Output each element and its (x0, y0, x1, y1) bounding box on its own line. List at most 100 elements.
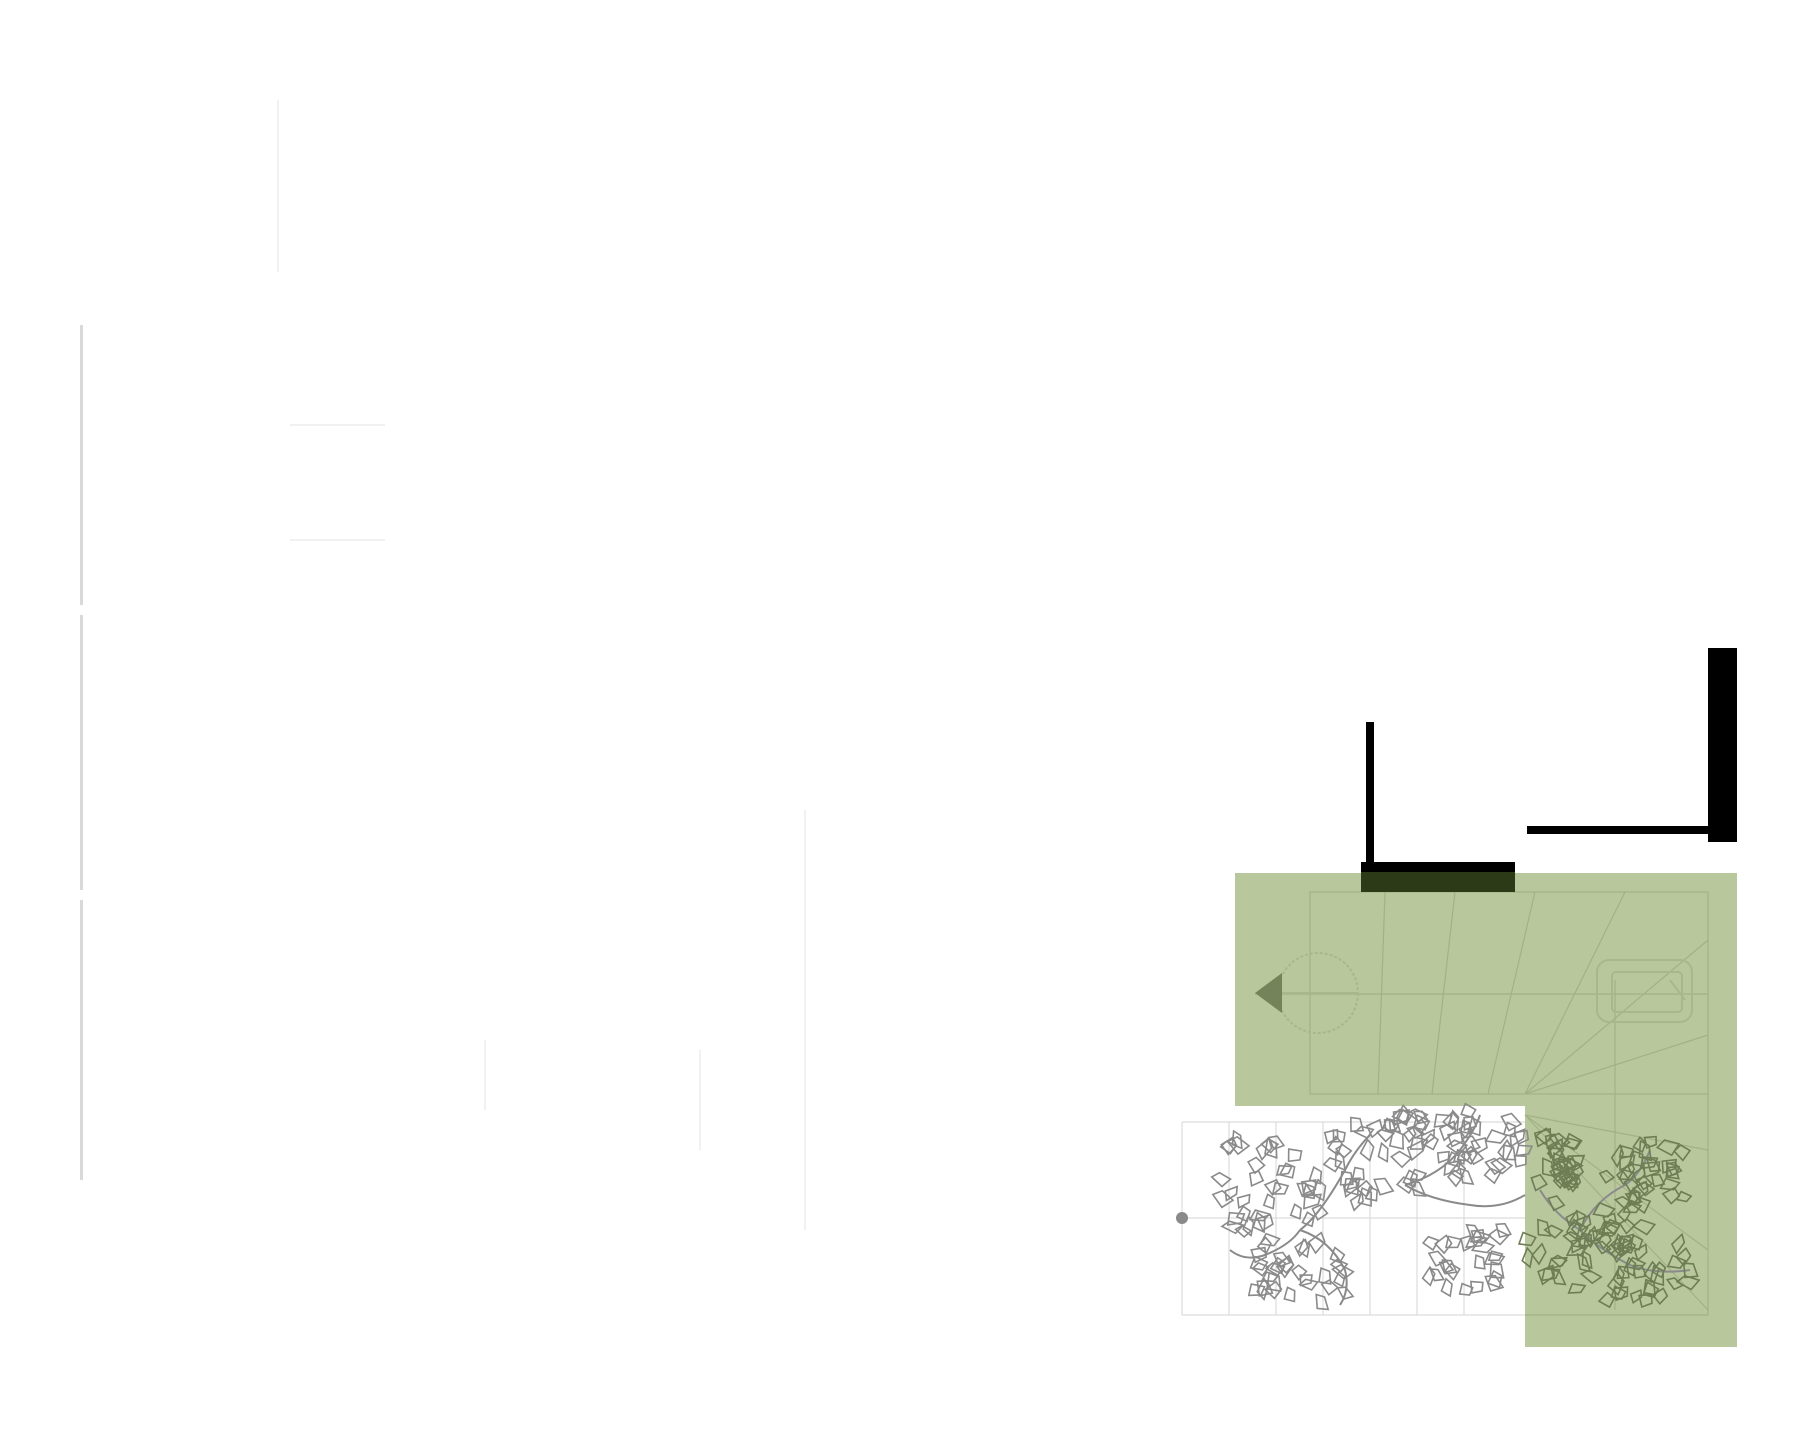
stair-line-6 (1524, 1034, 1709, 1095)
tree-leaf-302 (1537, 1264, 1556, 1286)
tree-leaf-274 (1618, 1233, 1635, 1250)
tree-leaf-98 (1373, 1177, 1395, 1196)
tree-leaf-125 (1456, 1149, 1473, 1162)
tree-leaf-251 (1661, 1158, 1678, 1174)
tree-leaf-82 (1322, 1157, 1343, 1173)
tree-leaf-239 (1643, 1135, 1657, 1149)
tree-leaf-93 (1412, 1117, 1427, 1135)
tree-leaf-12 (1308, 1165, 1323, 1185)
tree-leaf-245 (1665, 1161, 1683, 1177)
tree-leaf-80 (1334, 1150, 1346, 1172)
tree-leaf-174 (1513, 1129, 1530, 1146)
tree-leaf-177 (1552, 1170, 1567, 1190)
tree-leaf-22 (1234, 1224, 1253, 1239)
tree-leaf-161 (1434, 1234, 1453, 1255)
tree-leaf-20 (1220, 1220, 1245, 1235)
lower-line-3 (1524, 1114, 1709, 1311)
tree-leaf-277 (1625, 1234, 1644, 1251)
tree-leaf-30 (1219, 1140, 1238, 1155)
tree-leaf-96 (1406, 1139, 1424, 1162)
tree-leaf-54 (1320, 1279, 1340, 1296)
tree-leaf-289 (1537, 1218, 1552, 1237)
tree-leaf-264 (1610, 1241, 1630, 1257)
stair-line-1 (1377, 891, 1386, 1095)
tree-leaf-304 (1577, 1232, 1593, 1247)
tree-leaf-223 (1566, 1173, 1582, 1193)
tree-leaf-138 (1443, 1160, 1463, 1177)
north-arrow-icon (1255, 973, 1282, 1013)
tree-leaf-27 (1224, 1185, 1239, 1202)
tree-leaf-213 (1565, 1162, 1585, 1181)
tree-leaf-135 (1484, 1157, 1507, 1176)
tree-leaf-6 (1278, 1162, 1296, 1179)
tree-leaf-141 (1500, 1112, 1523, 1132)
tree-leaf-21 (1226, 1211, 1246, 1226)
tree-leaf-143 (1458, 1167, 1475, 1186)
tree-leaf-241 (1631, 1196, 1652, 1215)
tree-leaf-163 (1483, 1251, 1506, 1266)
tree-leaf-254 (1645, 1158, 1662, 1173)
tree-leaf-132 (1483, 1167, 1502, 1185)
tree-leaf-285 (1613, 1286, 1629, 1302)
tree-leaf-275 (1629, 1289, 1643, 1305)
tree-leaf-145 (1421, 1265, 1436, 1287)
tree-leaf-262 (1675, 1247, 1692, 1267)
tree-leaf-65 (1290, 1264, 1308, 1282)
tree-leaf-164 (1484, 1274, 1505, 1293)
tree-leaf-303 (1546, 1256, 1569, 1270)
tree-leaf-230 (1655, 1139, 1681, 1157)
tree-leaf-292 (1521, 1246, 1534, 1269)
green-room-upper (1235, 873, 1737, 1106)
tree-leaf-26 (1231, 1129, 1243, 1150)
tree-leaf-153 (1445, 1235, 1463, 1249)
tree-leaf-136 (1497, 1138, 1513, 1163)
lower-room-detail (1524, 1094, 1709, 1316)
toilet-tank (1596, 959, 1693, 1023)
tree-leaf-288 (1570, 1237, 1587, 1254)
tree-leaf-307 (1543, 1224, 1564, 1239)
toilet-seat (1611, 971, 1683, 1013)
walls (1361, 648, 1737, 872)
tree-leaf-237 (1659, 1177, 1681, 1191)
tree-leaf-281 (1649, 1264, 1665, 1287)
tree-leaf-231 (1673, 1144, 1692, 1162)
tree-leaf-166 (1470, 1229, 1485, 1243)
tree-leaf-247 (1628, 1187, 1641, 1205)
tree-leaf-243 (1632, 1136, 1647, 1154)
tree-leaf-15 (1307, 1231, 1326, 1255)
tree-leaf-57 (1318, 1267, 1332, 1285)
tree-leaf-66 (1249, 1255, 1269, 1271)
tree-leaf-157 (1465, 1223, 1483, 1239)
tree-leaf-295 (1531, 1242, 1547, 1266)
tree-leaf-121 (1391, 1108, 1415, 1125)
tree-leaf-87 (1377, 1141, 1389, 1163)
tree-leaf-88 (1353, 1125, 1375, 1140)
tree-leaf-148 (1440, 1277, 1453, 1298)
tree-leaf-122 (1453, 1148, 1466, 1165)
tree-leaf-249 (1638, 1139, 1652, 1162)
tree-leaf-128 (1467, 1116, 1482, 1137)
tree-leaf-38 (1301, 1211, 1315, 1228)
tree-leaf-81 (1349, 1116, 1365, 1133)
tree-leaf-215 (1592, 1201, 1616, 1218)
tree-leaf-300 (1586, 1229, 1605, 1243)
tree-leaf-305 (1565, 1244, 1588, 1257)
faint-ghost-lines (277, 100, 806, 1230)
wall-column-right (1708, 648, 1737, 842)
wall-bar-dark (1361, 872, 1515, 892)
tree-leaf-23 (1211, 1189, 1235, 1209)
branch-main-3 (1299, 1229, 1348, 1306)
tree-leaf-10 (1289, 1203, 1302, 1220)
tree-leaf-146 (1473, 1254, 1486, 1270)
tree-leaf-39 (1311, 1204, 1329, 1222)
tree-leaf-73 (1405, 1125, 1426, 1140)
tree-leaf-267 (1670, 1232, 1686, 1256)
tree-leaf-258 (1651, 1261, 1667, 1279)
tree-leaf-46 (1247, 1283, 1266, 1297)
tree-leaf-156 (1470, 1280, 1484, 1294)
tree-leaf-167 (1464, 1236, 1488, 1249)
tree-leaf-265 (1675, 1274, 1701, 1291)
stair-line-4 (1524, 891, 1626, 1095)
